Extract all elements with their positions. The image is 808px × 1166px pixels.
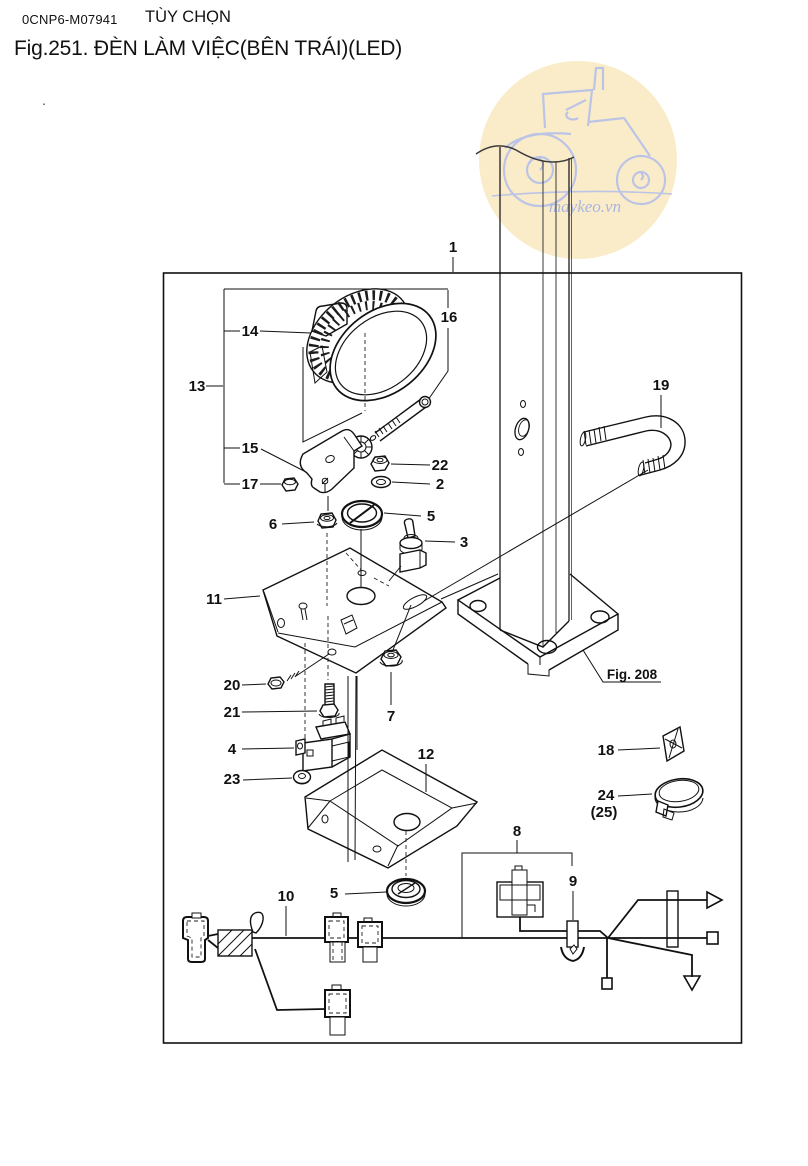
callout-6: 6: [269, 516, 277, 533]
bolt-21: [318, 683, 340, 718]
mounting-pole: [475, 145, 575, 648]
band-clamp-24: [654, 777, 704, 821]
tractor-icon: [491, 66, 673, 208]
mounting-plate: [262, 469, 649, 674]
connector-a: [324, 912, 349, 963]
lamp-bolt: [349, 395, 432, 459]
washer-2: [370, 475, 392, 489]
callout-labels: 1 13 14 15 17 16 22 2 5 6 3 11 19 20 21 …: [189, 239, 670, 905]
callout-21: 21: [224, 704, 241, 721]
callout-8: 8: [513, 823, 521, 840]
callout-4: 4: [228, 741, 237, 758]
watermark: maykeo.vn: [479, 61, 677, 259]
callout-16: 16: [441, 309, 458, 326]
callout-24: 24: [598, 787, 615, 804]
callout-11: 11: [206, 591, 222, 608]
lamp-group-bracket: [206, 288, 449, 485]
corrugated-sleeve: [666, 890, 679, 948]
nut-17: [281, 477, 299, 492]
document-code: 0CNP6-M07941: [22, 12, 118, 27]
wiring-harness: [182, 852, 724, 1036]
harness-tape-wrap: [217, 911, 264, 957]
led-work-light: [302, 288, 437, 443]
ground-terminal: [682, 975, 702, 992]
callout-25: (25): [591, 804, 618, 821]
fig-208-reference: Fig. 208: [607, 667, 658, 682]
leader-lines: [223, 257, 662, 936]
callout-5b: 5: [330, 885, 338, 902]
callout-7: 7: [387, 708, 395, 725]
grommet-5-lower: [385, 877, 427, 907]
callout-22: 22: [432, 457, 449, 474]
callout-3: 3: [460, 534, 468, 551]
nut-23: [292, 769, 312, 785]
connector-b: [357, 917, 383, 963]
harness-clip-9: [560, 920, 585, 962]
callout-19: 19: [653, 377, 670, 394]
callout-18: 18: [598, 742, 615, 759]
callout-23: 23: [224, 771, 241, 788]
grommet-5-upper: [340, 499, 384, 531]
terminal-flag: [701, 931, 719, 945]
watermark-site: maykeo.vn: [549, 197, 621, 216]
callout-13: 13: [189, 378, 206, 395]
lamp-bracket: [299, 428, 363, 494]
fuse-assembly-8: [496, 865, 544, 918]
toggle-switch: [399, 518, 427, 573]
terminal-square: [601, 977, 613, 990]
u-bolt: [579, 415, 686, 477]
base-flange: Fig. 208: [456, 573, 661, 683]
relay-4: [295, 715, 351, 772]
callout-17: 17: [242, 476, 259, 493]
callout-15: 15: [242, 440, 259, 457]
assembly-lines: [304, 496, 407, 876]
callout-5a: 5: [427, 508, 435, 525]
callout-20: 20: [224, 677, 241, 694]
watermark-circle: [479, 61, 677, 259]
flange-nut-6: [316, 512, 338, 529]
option-label: TÙY CHỌN: [145, 8, 231, 26]
callout-2: 2: [436, 476, 444, 493]
callout-1: 1: [449, 239, 457, 256]
connector-left: [182, 912, 209, 963]
cable-clip-18: [662, 725, 685, 763]
flange-nut-7: [379, 649, 403, 667]
callout-12: 12: [418, 746, 435, 763]
callout-10: 10: [278, 888, 295, 905]
callout-9: 9: [569, 873, 577, 890]
nut-22: [370, 455, 390, 472]
terminal-arrow: [706, 890, 724, 910]
connector-c: [324, 984, 351, 1036]
bolt-20: [267, 653, 330, 690]
stray-mark: .: [42, 92, 46, 108]
callout-14: 14: [242, 323, 259, 340]
diagram-border: [162, 272, 743, 1044]
figure-title: Fig.251. ĐÈN LÀM VIỆC(BÊN TRÁI)(LED): [14, 37, 403, 60]
